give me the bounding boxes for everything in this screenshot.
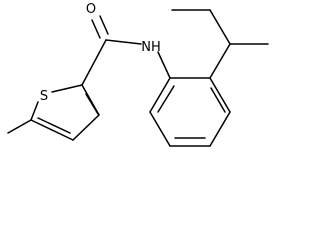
bond-c2-carbonyl xyxy=(81,39,107,86)
bond-aryl-ch xyxy=(209,43,231,79)
benzene-double-bond-6 xyxy=(157,85,175,113)
nh-atom-label: NH xyxy=(141,40,161,55)
bond-carbonyl-nh xyxy=(105,39,142,45)
thiophene-bond-c4-c5 xyxy=(30,119,74,141)
molecule-diagram: O S NH xyxy=(7,2,269,147)
methyl-bond xyxy=(7,119,32,134)
thiophene-double-bond-c4-c5 xyxy=(37,117,71,134)
thiophene-bond-c3-c4 xyxy=(72,114,100,141)
carbonyl-double-bond-a xyxy=(91,19,101,39)
benzene-double-bond-2 xyxy=(210,87,226,113)
carbonyl-double-bond-b xyxy=(99,15,109,35)
thiophene-bond-s-c2 xyxy=(51,84,83,93)
benzene-bond-3 xyxy=(209,111,231,147)
thiophene-bond-c5-s xyxy=(30,101,39,121)
benzene-bond-2 xyxy=(209,77,231,113)
bond-ch-ch2 xyxy=(209,9,231,45)
benzene-bond-5 xyxy=(149,111,171,147)
oxygen-atom-label: O xyxy=(86,2,96,17)
benzene-bond-6 xyxy=(149,77,171,113)
sulfur-atom-label: S xyxy=(40,89,48,104)
bond-nh-aryl xyxy=(157,51,171,79)
molecule-structure: O S NH xyxy=(7,2,269,147)
thiophene-double-bond-c2-c3 xyxy=(85,93,99,115)
